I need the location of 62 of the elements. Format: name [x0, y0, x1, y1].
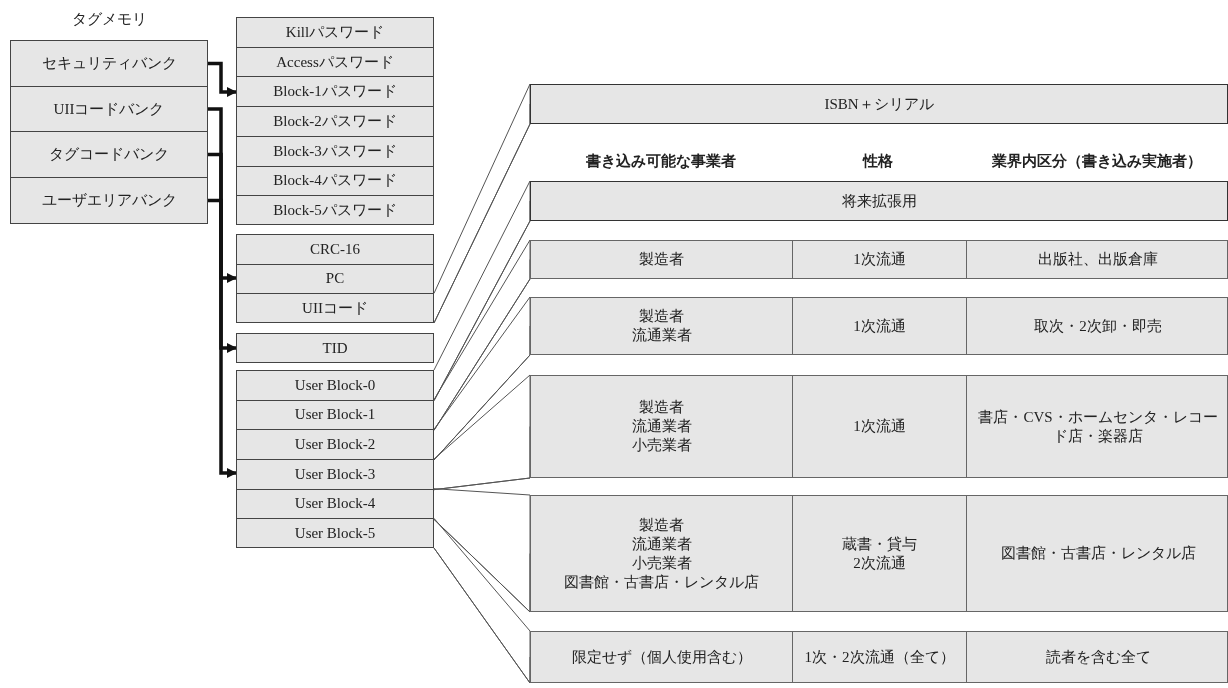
cell-text: 小売業者 [631, 436, 692, 455]
cell-text: 限定せず（個人使用含む） [571, 647, 752, 667]
cell-text: 蔵書・貸与 [842, 534, 917, 554]
cell-text: 取次・2次卸・即売 [1034, 316, 1162, 336]
expansion-line [433, 180, 531, 402]
memory-block: Block-1パスワード [236, 76, 434, 108]
memory-block: CRC-16 [236, 234, 434, 265]
memory-block: Block-2パスワード [236, 106, 434, 137]
memory-block: User Block-0 [236, 370, 434, 401]
cell-text: 製造者 [639, 398, 684, 417]
cell-text: 小売業者 [631, 553, 692, 573]
memory-bank: UIIコードバンク [10, 86, 208, 132]
memory-block: Killパスワード [236, 17, 434, 48]
memory-group [236, 370, 434, 548]
expansion-line [433, 374, 531, 491]
memory-bank: タグコードバンク [10, 131, 208, 178]
cell-text: 図書館・古書店・レンタル店 [564, 572, 759, 592]
arrow [208, 198, 237, 478]
memory-group [236, 234, 434, 323]
expansion-line [433, 239, 531, 431]
cell-text: 出版社、出版倉庫 [1038, 250, 1158, 269]
cell-text: 図書館・古書店・レンタル店 [1000, 544, 1196, 563]
table-row [530, 631, 1228, 683]
cell-text: 読者を含む全て [1045, 647, 1151, 667]
cell-text: 流通業者 [631, 534, 692, 554]
memory-block: User Block-3 [236, 459, 434, 490]
cell-text: 1次流通 [853, 250, 906, 269]
memory-block: User Block-2 [236, 429, 434, 460]
cell-text: 製造者 [639, 307, 684, 326]
cell-text: 1次流通 [853, 417, 906, 436]
memory-title: タグメモリ [70, 10, 148, 29]
cell-text: 流通業者 [631, 326, 692, 345]
table-row [530, 375, 1228, 478]
memory-block: Block-3パスワード [236, 135, 434, 167]
arrow [208, 152, 237, 353]
memory-block: TID [236, 333, 434, 363]
column-header: 書き込み可能な事業者 [584, 152, 737, 171]
memory-block: Block-5パスワード [236, 195, 434, 225]
table-row: 将来拡張用 [530, 181, 1228, 221]
cell-text: 書店・CVS・ホームセンタ・レコード店・楽器店 [977, 407, 1219, 446]
table-row [530, 297, 1228, 355]
expansion-line [433, 296, 531, 461]
memory-block: User Block-5 [236, 518, 434, 548]
table-row [530, 240, 1228, 279]
arrow [208, 107, 237, 283]
cell-text: 流通業者 [631, 417, 692, 436]
cell-text: 2次流通 [853, 553, 906, 573]
arrow [208, 61, 237, 97]
memory-bank: セキュリティバンク [10, 40, 208, 87]
cell-text: 製造者 [639, 250, 684, 269]
table-row: ISBN＋シリアル [530, 84, 1228, 124]
column-header: 性格 [861, 152, 894, 171]
expansion-line [433, 488, 531, 613]
memory-bank: ユーザエリアバンク [10, 177, 208, 224]
cell-text: 製造者 [639, 515, 684, 535]
column-header: 業界内区分（書き込み実施者） [990, 152, 1203, 171]
cell-text: 1次・2次流通（全て） [804, 647, 955, 667]
expansion-line [433, 517, 531, 684]
memory-block: UIIコード [236, 293, 434, 323]
cell-text: 1次流通 [853, 316, 906, 336]
memory-group [236, 17, 434, 225]
table-row [530, 495, 1228, 612]
